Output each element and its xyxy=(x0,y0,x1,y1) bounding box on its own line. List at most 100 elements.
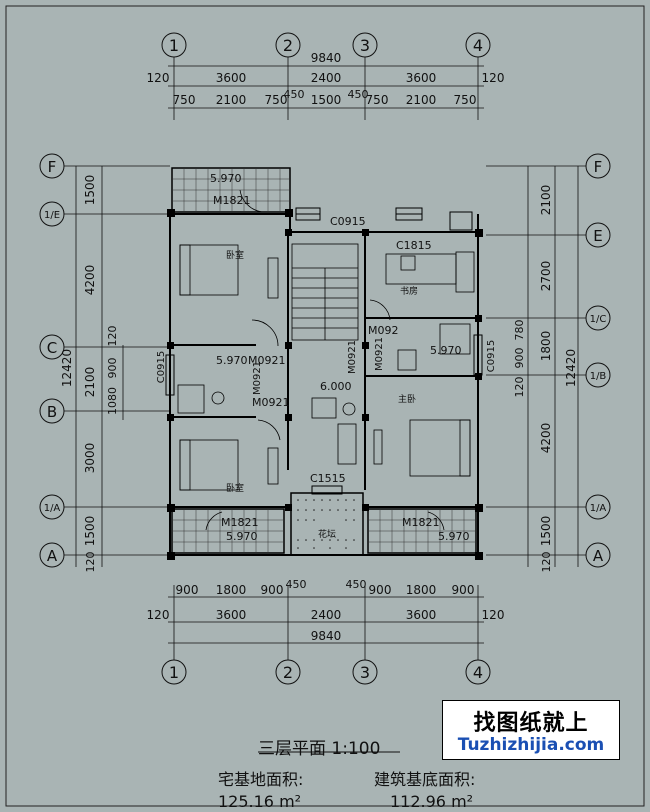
label-room-bedroom-top: 卧室 xyxy=(226,249,244,261)
build-area-label: 建筑基底面积: xyxy=(374,770,476,789)
label-elev-bath-r: 5.970 xyxy=(430,344,462,357)
dim-bot-total: 9840 xyxy=(311,629,342,643)
dim-top-r2-1: 3600 xyxy=(216,71,247,85)
site-area-label: 宅基地面积: xyxy=(218,770,304,789)
dim-bot-r2-3: 3600 xyxy=(406,608,437,622)
axis-label-1A-right: 1/A xyxy=(590,503,607,514)
dim-bot-r1-2: 900 xyxy=(261,583,284,597)
dim-top-r2-0: 120 xyxy=(147,71,170,85)
dim-top-r3-5: 450 xyxy=(348,88,369,101)
dim-left-1: 4200 xyxy=(83,265,97,296)
label-room-master: 主卧 xyxy=(398,393,416,405)
label-door-m0921-e: M0921 xyxy=(374,337,385,371)
dim-right-3: 1800 xyxy=(539,331,553,362)
dim-right-0: 2100 xyxy=(539,185,553,216)
label-room-flower: 花坛 xyxy=(318,528,336,540)
axis-label-1B-right: 1/B xyxy=(590,371,607,382)
balcony-hatch xyxy=(172,168,476,553)
label-door-m0921-a: M0921 xyxy=(248,354,286,367)
drawing-border xyxy=(5,5,645,807)
axis-label-3-bottom: 3 xyxy=(360,663,370,682)
dim-top-r3-4: 1500 xyxy=(311,93,342,107)
axis-label-3-top: 3 xyxy=(360,36,370,55)
dim-right-8: 120 xyxy=(540,552,553,573)
axis-bubbles-bottom xyxy=(161,659,491,685)
axis-label-1-bottom: 1 xyxy=(169,663,179,682)
axis-label-1C-right: 1/C xyxy=(590,314,607,325)
label-elev-br: 5.970 xyxy=(438,530,470,543)
axis-label-1A-left: 1/A xyxy=(44,503,61,514)
dim-bot-r1-6: 1800 xyxy=(406,583,437,597)
dim-right-7: 1500 xyxy=(539,516,553,547)
watermark-box: 找图纸就上 Tuzhizhijia.com xyxy=(442,700,620,760)
door-swings xyxy=(205,189,445,531)
axis-label-F-left: F xyxy=(48,158,57,176)
dim-left-3: 2100 xyxy=(83,367,97,398)
label-door-m0921-c: M0921 xyxy=(252,361,263,395)
dim-right-6: 4200 xyxy=(539,423,553,454)
dim-right-total: 12420 xyxy=(564,349,578,387)
structural-columns xyxy=(167,209,483,560)
dim-left-0: 1500 xyxy=(83,175,97,206)
dim-left-4: 900 xyxy=(106,358,119,379)
dim-bot-r1-4: 450 xyxy=(346,578,367,591)
label-elev-hall: 6.000 xyxy=(320,380,352,393)
dim-right-4: 900 xyxy=(513,348,526,369)
axis-label-B-left: B xyxy=(47,403,57,421)
dim-left-6: 3000 xyxy=(83,443,97,474)
axis-label-F-right: F xyxy=(594,158,603,176)
dim-right-2: 780 xyxy=(513,320,526,341)
label-room-bedroom-bottom: 卧室 xyxy=(226,482,244,494)
dim-bot-r2-0: 120 xyxy=(147,608,170,622)
dim-top-r3-6: 750 xyxy=(366,93,389,107)
furniture xyxy=(177,244,475,491)
dim-top-r3-0: 750 xyxy=(173,93,196,107)
staircase xyxy=(291,243,359,341)
dim-top-r3-1: 2100 xyxy=(216,93,247,107)
dim-bot-r2-4: 120 xyxy=(482,608,505,622)
label-door-m092: M092 xyxy=(368,324,399,337)
label-elev-bl: 5.970 xyxy=(226,530,258,543)
watermark-line1: 找图纸就上 xyxy=(473,711,589,736)
label-elev-top: 5.970 xyxy=(210,172,242,185)
axis-label-E-right: E xyxy=(593,227,602,245)
label-win-c0915-right: C0915 xyxy=(486,340,497,372)
label-win-c0915-top: C0915 xyxy=(330,215,366,228)
label-win-c1515: C1515 xyxy=(310,472,346,485)
dim-left-8: 120 xyxy=(84,552,97,573)
site-area-value: 125.16 m² xyxy=(218,792,302,811)
build-area-value: 112.96 m² xyxy=(390,792,474,811)
axis-label-A-left: A xyxy=(47,547,58,565)
dim-right-5: 120 xyxy=(513,377,526,398)
axis-label-2-top: 2 xyxy=(283,36,293,55)
dim-left-7: 1500 xyxy=(83,516,97,547)
dim-top-r3-3: 450 xyxy=(284,88,305,101)
dim-top-r3-7: 2100 xyxy=(406,93,437,107)
label-door-m0921-d: M0921 xyxy=(347,340,358,374)
dim-top-total: 9840 xyxy=(311,51,342,65)
label-win-c1815: C1815 xyxy=(396,239,432,252)
windows xyxy=(165,207,483,495)
label-win-c0915-left: C0915 xyxy=(156,351,167,383)
dim-top-r3-8: 750 xyxy=(454,93,477,107)
label-door-m1821-bl: M1821 xyxy=(221,516,259,529)
label-room-study: 书房 xyxy=(400,285,418,297)
dim-bot-r1-1: 1800 xyxy=(216,583,247,597)
dim-right-1: 2700 xyxy=(539,261,553,292)
axis-label-1-top: 1 xyxy=(169,36,179,55)
axis-label-C-left: C xyxy=(47,339,57,357)
dim-bot-r2-2: 2400 xyxy=(311,608,342,622)
dim-bot-r1-7: 900 xyxy=(452,583,475,597)
axis-label-4-top: 4 xyxy=(473,36,483,55)
label-elev-bath-l: 5.970 xyxy=(216,354,248,367)
label-door-m1821-br: M1821 xyxy=(402,516,440,529)
axis-label-2-bottom: 2 xyxy=(283,663,293,682)
label-door-m1821-top: M1821 xyxy=(213,194,251,207)
dim-bot-r1-3: 450 xyxy=(286,578,307,591)
dim-bot-r1-5: 900 xyxy=(369,583,392,597)
dim-bot-r2-1: 3600 xyxy=(216,608,247,622)
dimension-lines xyxy=(64,57,586,660)
watermark-line2: Tuzhizhijia.com xyxy=(457,735,605,755)
dim-top-r2-4: 120 xyxy=(482,71,505,85)
